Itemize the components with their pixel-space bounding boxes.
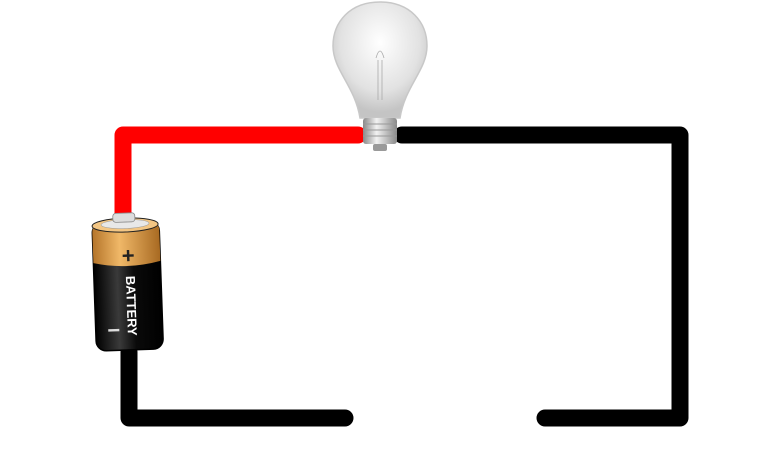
light-bulb-icon	[332, 1, 428, 151]
battery-icon: + − BATTERY	[91, 212, 164, 352]
battery-label: BATTERY	[123, 276, 140, 337]
positive-wire	[114, 126, 367, 224]
battery-plus-label: +	[121, 243, 135, 268]
battery-minus-label: −	[107, 317, 121, 342]
negative-wire-right	[393, 126, 689, 427]
negative-wire-left	[120, 343, 354, 427]
